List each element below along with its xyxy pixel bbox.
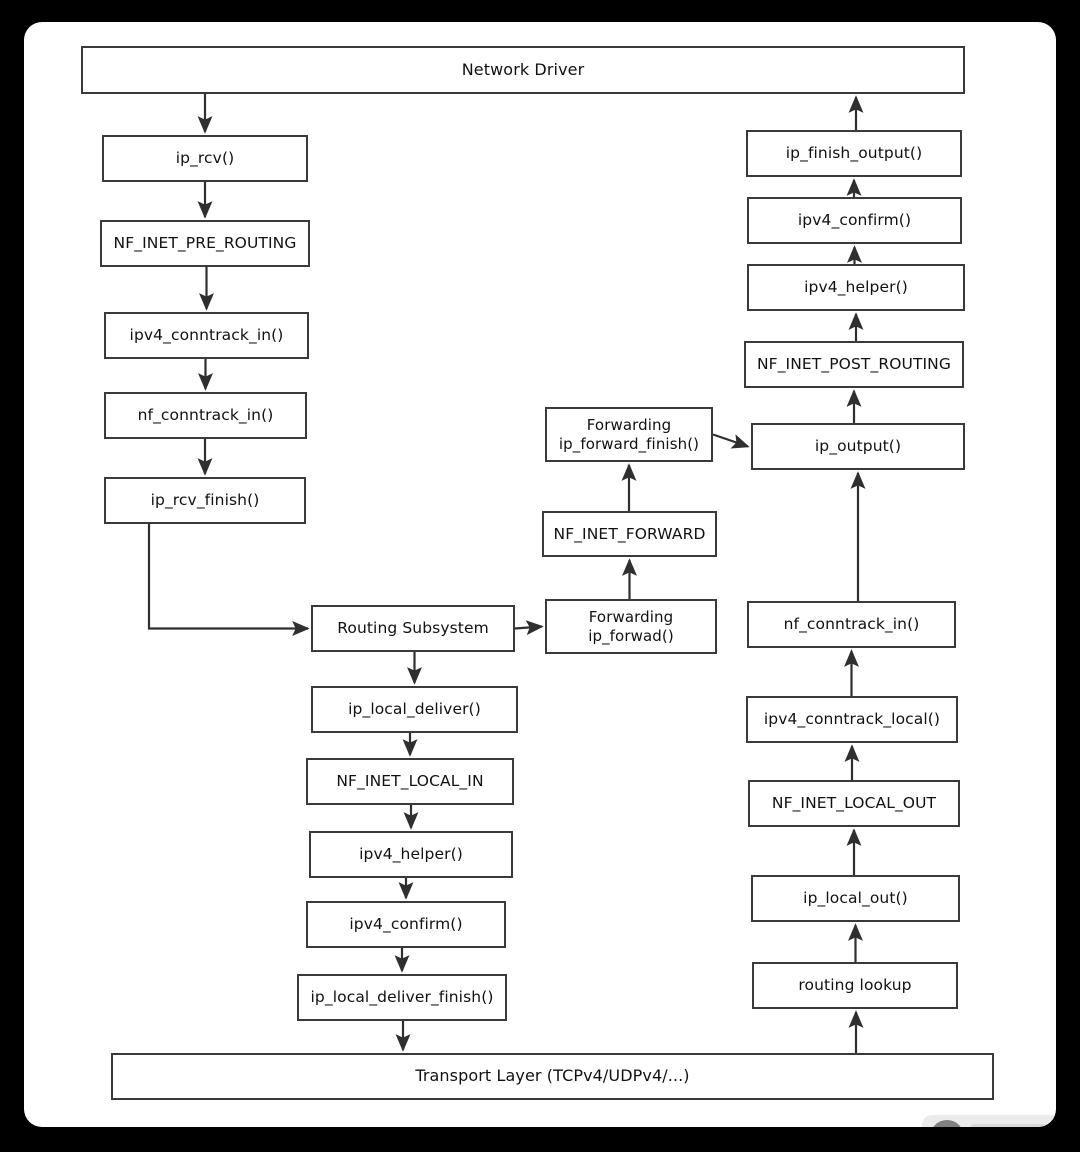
node-ip_output: ip_output() <box>751 423 965 470</box>
node-ip_local_deliver: ip_local_deliver() <box>311 686 518 733</box>
node-ipv4_confirm_right: ipv4_confirm() <box>747 197 962 244</box>
node-nf_inet_forward: NF_INET_FORWARD <box>542 511 717 557</box>
node-ipv4_helper_right: ipv4_helper() <box>747 264 965 311</box>
node-nf_inet_local_out: NF_INET_LOCAL_OUT <box>748 780 960 827</box>
node-ip_finish_output: ip_finish_output() <box>746 130 962 177</box>
node-nf_conntrack_in_left: nf_conntrack_in() <box>104 392 307 439</box>
node-ipv4_helper_mid: ipv4_helper() <box>309 831 513 878</box>
watermark-bar <box>970 1124 1056 1127</box>
diagram-card: Network Driver ip_rcv() NF_INET_PRE_ROUTIN… <box>24 22 1056 1127</box>
node-transport_layer: Transport Layer (TCPv4/UDPv4/...) <box>111 1053 994 1100</box>
node-ip_rcv: ip_rcv() <box>102 135 308 182</box>
node-forwarding_finish: Forwarding ip_forward_finish() <box>545 407 713 462</box>
node-routing_lookup: routing lookup <box>752 962 958 1009</box>
node-forwarding_ip_forward: Forwarding ip_forwad() <box>545 599 717 654</box>
watermark-icon <box>930 1120 964 1127</box>
node-ip_local_deliver_finish: ip_local_deliver_finish() <box>297 974 507 1021</box>
edge-forwarding_finish-to-ip_output <box>712 433 750 449</box>
node-nf_inet_pre_routing: NF_INET_PRE_ROUTING <box>100 220 310 267</box>
node-ip_local_out: ip_local_out() <box>751 875 960 922</box>
node-ip_rcv_finish: ip_rcv_finish() <box>104 477 306 524</box>
watermark-badge <box>922 1115 1056 1127</box>
node-ipv4_conntrack_local: ipv4_conntrack_local() <box>746 696 958 743</box>
diagram-connectors <box>147 94 866 1053</box>
node-nf_conntrack_in_right: nf_conntrack_in() <box>747 601 956 648</box>
node-nf_inet_post_routing: NF_INET_POST_ROUTING <box>744 341 964 388</box>
node-nf_inet_local_in: NF_INET_LOCAL_IN <box>306 758 514 805</box>
node-ipv4_confirm_mid: ipv4_confirm() <box>306 901 506 948</box>
edge-ip_rcv_finish-to-routing_subsystem <box>147 524 310 636</box>
edge-routing_subsystem-to-forwarding_ip_forward <box>514 620 544 636</box>
node-ipv4_conntrack_in: ipv4_conntrack_in() <box>104 312 309 359</box>
node-routing_subsystem: Routing Subsystem <box>311 605 515 652</box>
node-network_driver: Network Driver <box>81 46 965 94</box>
